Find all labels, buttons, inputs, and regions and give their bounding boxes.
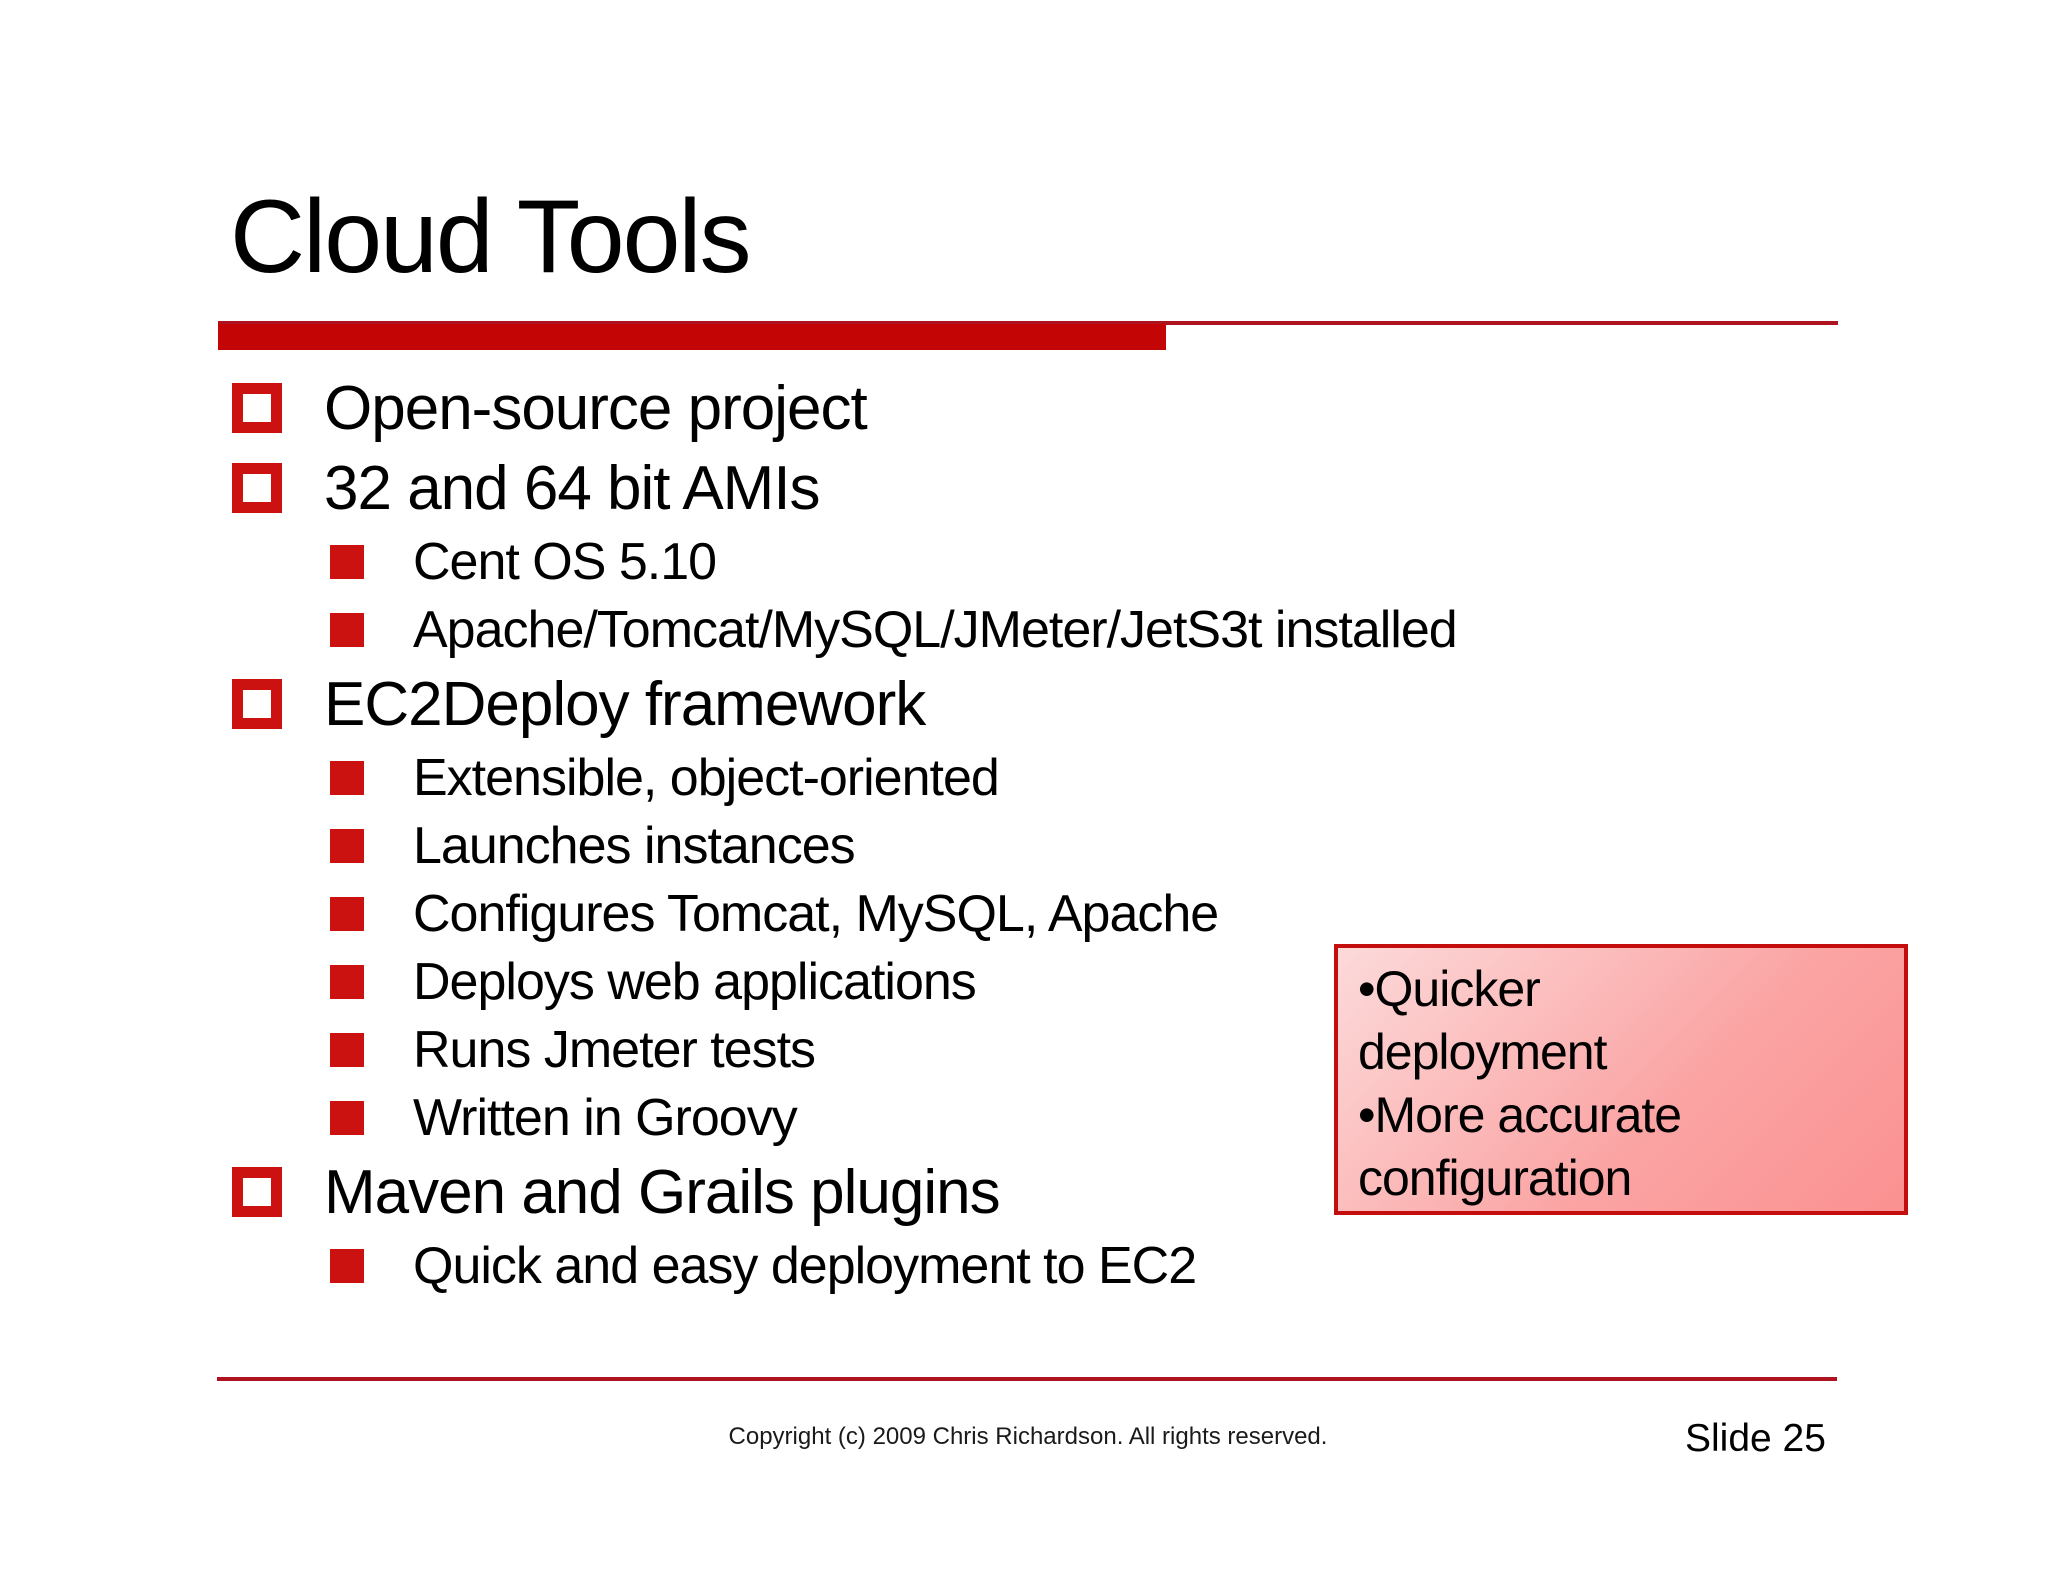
bullet-item: 32 and 64 bit AMIs — [218, 448, 1718, 528]
bullet-text: Open-source project — [324, 373, 868, 443]
filled-square-bullet-icon — [330, 1249, 364, 1283]
filled-square-bullet-icon — [330, 761, 364, 795]
bullet-text: Cent OS 5.10 — [413, 533, 717, 591]
bullet-text: Maven and Grails plugins — [324, 1157, 1001, 1227]
open-square-bullet-icon — [232, 679, 282, 729]
bullet-item: Extensible, object-oriented — [218, 744, 1718, 812]
bullet-text: Apache/Tomcat/MySQL/JMeter/JetS3t instal… — [413, 601, 1458, 659]
filled-square-bullet-icon — [330, 965, 364, 999]
bullet-item: Open-source project — [218, 368, 1718, 448]
callout-line: •More accurate — [1358, 1087, 1682, 1143]
bullet-item: Written in Groovy — [218, 1084, 1718, 1152]
bullet-text: 32 and 64 bit AMIs — [324, 453, 821, 523]
bullet-text: Extensible, object-oriented — [413, 749, 1000, 807]
bullet-item: Launches instances — [218, 812, 1718, 880]
bullet-text: Runs Jmeter tests — [413, 1021, 816, 1079]
filled-square-bullet-icon — [330, 897, 364, 931]
bullet-text: Launches instances — [413, 817, 856, 875]
callout-box: •Quicker deployment •More accurate confi… — [1334, 944, 1908, 1215]
open-square-bullet-icon — [232, 463, 282, 513]
filled-square-bullet-icon — [330, 829, 364, 863]
title-underline-bar — [218, 324, 1166, 350]
footer-copyright: Copyright (c) 2009 Chris Richardson. All… — [728, 1423, 1328, 1450]
filled-square-bullet-icon — [330, 1101, 364, 1135]
bullet-item: Configures Tomcat, MySQL, Apache — [218, 880, 1718, 948]
filled-square-bullet-icon — [330, 613, 364, 647]
filled-square-bullet-icon — [330, 1033, 364, 1067]
title-underline-thin-line — [218, 321, 1838, 325]
bullet-text: Written in Groovy — [413, 1089, 798, 1147]
bullet-text: Deploys web applications — [413, 953, 977, 1011]
bullet-text: EC2Deploy framework — [324, 669, 926, 739]
bullet-item: EC2Deploy framework — [218, 664, 1718, 744]
bullet-list: Open-source project 32 and 64 bit AMIs C… — [218, 368, 1718, 1300]
footer-divider-line — [217, 1377, 1837, 1381]
slide-number: Slide 25 — [1685, 1417, 1826, 1460]
bullet-item: Apache/Tomcat/MySQL/JMeter/JetS3t instal… — [218, 596, 1718, 664]
open-square-bullet-icon — [232, 1167, 282, 1217]
slide-title: Cloud Tools — [230, 179, 752, 295]
bullet-item: Deploys web applications — [218, 948, 1718, 1016]
callout-line: •Quicker — [1358, 961, 1541, 1017]
bullet-item: Runs Jmeter tests — [218, 1016, 1718, 1084]
filled-square-bullet-icon — [330, 545, 364, 579]
bullet-item: Cent OS 5.10 — [218, 528, 1718, 596]
callout-line: deployment — [1358, 1024, 1608, 1080]
bullet-item: Quick and easy deployment to EC2 — [218, 1232, 1718, 1300]
callout-line: configuration — [1358, 1150, 1632, 1206]
bullet-text: Quick and easy deployment to EC2 — [413, 1237, 1197, 1295]
bullet-item: Maven and Grails plugins — [218, 1152, 1718, 1232]
bullet-text: Configures Tomcat, MySQL, Apache — [413, 885, 1219, 943]
open-square-bullet-icon — [232, 383, 282, 433]
